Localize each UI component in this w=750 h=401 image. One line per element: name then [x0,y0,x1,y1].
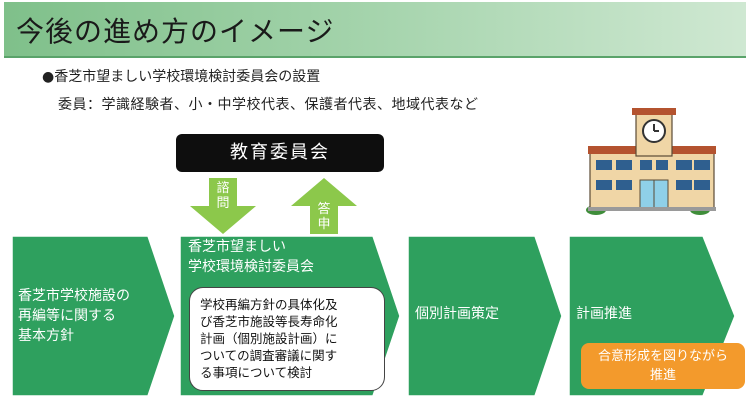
school-building-icon [586,108,716,215]
title-bar: 今後の進め方のイメージ [4,2,746,58]
stage-individual-plan-label: 個別計画策定 [415,306,499,322]
stage-promotion-label: 計画推進 [576,306,632,322]
committee-heading: ●香芝市望ましい学校環境検討委員会の設置 [42,69,321,85]
board-of-education: 教育委員会 [176,134,384,172]
page-title: 今後の進め方のイメージ [16,15,335,48]
stage-individual-plan-shape [407,235,563,397]
report-arrow-shape [291,178,357,234]
committee-members: 委員：学識経験者、小・中学校代表、保護者代表、地域代表など [58,97,479,113]
committee-detail-box: 学校再編方針の具体化及 び香芝市施設等長寿命化 計画（個別施設計画）に ついての… [189,287,385,391]
consult-label: 諮問 [216,181,230,211]
consult-arrow-shape [190,178,256,234]
stage-committee-title: 香芝市望ましい 学校環境検討委員会 [188,239,314,275]
consensus-badge: 合意形成を図りながら 推進 [581,343,745,389]
stage-policy-label: 香芝市学校施設の 再編等に関する 基本方針 [18,288,130,344]
report-label: 答申 [317,202,331,232]
stage-policy-shape [11,235,176,397]
